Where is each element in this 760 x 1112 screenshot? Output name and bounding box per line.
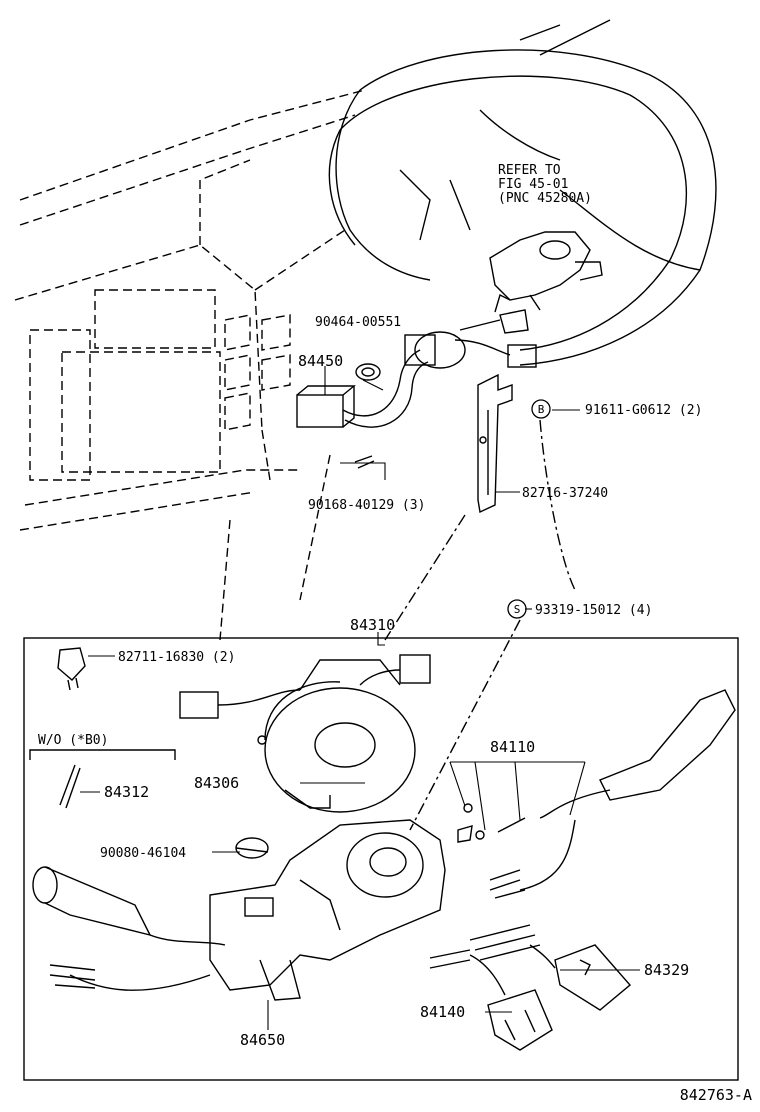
wiring-harness (296, 309, 537, 428)
steering-wheel (328, 19, 717, 366)
screw (354, 455, 375, 469)
band-clamp (235, 837, 269, 859)
ignition-switch-assembly (489, 231, 603, 313)
leader-lines (80, 366, 640, 1030)
refer-note-line2: FIG 45-01 (498, 177, 568, 192)
dash-dot-leaders (384, 419, 576, 831)
combination-switch-body (209, 819, 446, 1001)
part-label-84312: 84312 (104, 783, 149, 801)
wo-label: W/O (*B0) (38, 733, 108, 748)
right-lever (457, 689, 736, 899)
part-label-84310: 84310 (350, 616, 395, 634)
clamp (355, 363, 381, 381)
b-marker-label: B (538, 403, 545, 416)
relay-unit (469, 924, 631, 1011)
part-label-82716: 82716-37240 (522, 486, 608, 501)
figure-id: 842763-A (680, 1086, 752, 1104)
part-label-84306: 84306 (194, 774, 239, 792)
dashboard-outline (14, 89, 366, 641)
s-marker (507, 599, 527, 619)
lower-box (23, 637, 739, 1081)
part-label-84140: 84140 (420, 1003, 465, 1021)
wo-bracket (29, 749, 176, 760)
left-lever (32, 866, 226, 991)
refer-note-line1: REFER TO (498, 163, 561, 178)
clip (57, 647, 86, 691)
part-label-84329: 84329 (644, 961, 689, 979)
part-label-90168: 90168-40129 (3) (308, 498, 425, 513)
part-label-84110: 84110 (490, 738, 535, 756)
sub-switch (429, 949, 553, 1051)
part-label-84650: 84650 (240, 1031, 285, 1049)
part-label-90464: 90464-00551 (315, 315, 401, 330)
part-label-93319: 93319-15012 (4) (535, 603, 652, 618)
part-label-82711: 82711-16830 (2) (118, 650, 235, 665)
part-label-90080: 90080-46104 (100, 846, 186, 861)
refer-note-line3: (PNC 45280A) (498, 191, 592, 206)
b-marker (531, 399, 551, 419)
part-label-84450: 84450 (298, 352, 343, 370)
part-label-91611: 91611-G0612 (2) (585, 403, 702, 418)
spiral-cable (179, 654, 431, 813)
s-marker-label: S (514, 603, 521, 616)
bracket (477, 373, 513, 514)
pin (59, 764, 81, 809)
